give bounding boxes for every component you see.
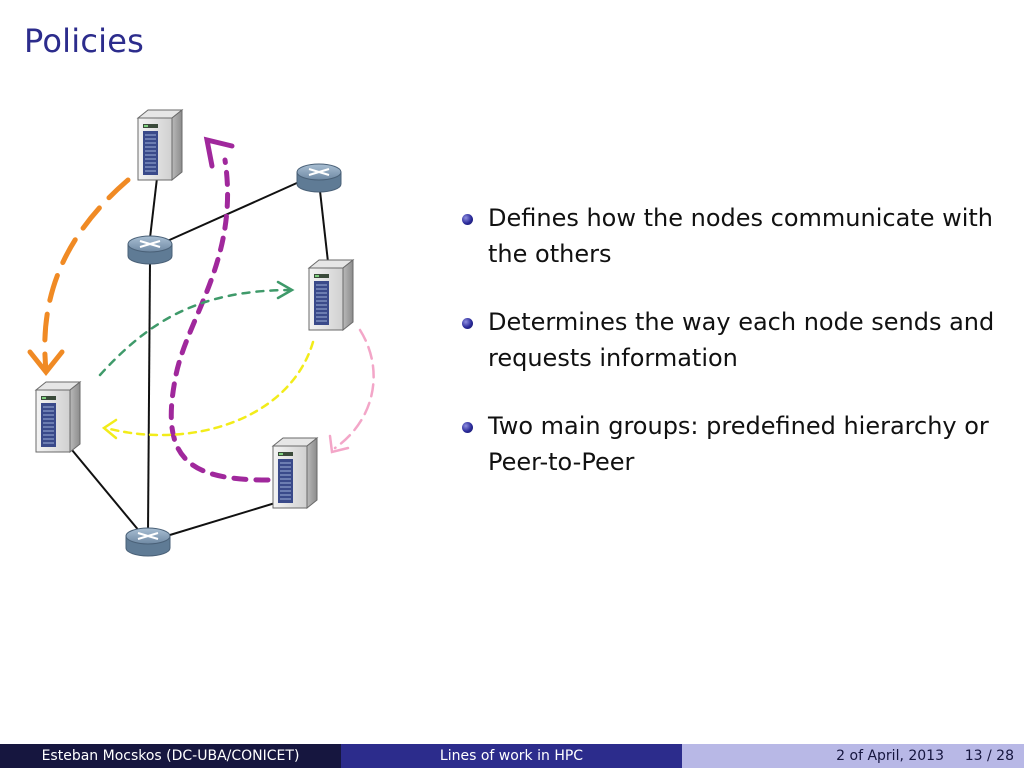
server-icon [35,381,81,453]
arrow-green-head [276,280,295,300]
arrow-pink-head [328,434,350,454]
arrow-pink [333,328,375,450]
router-icon [296,163,342,193]
arrow-orange [42,177,131,373]
server-icon [272,437,318,509]
bullet-item: Determines the way each node sends and r… [462,304,1002,376]
link-server-top-router-upper-left [149,177,158,239]
footer-author: Esteban Mocskos (DC-UBA/CONICET) [0,744,341,768]
footer-bar: Esteban Mocskos (DC-UBA/CONICET) Lines o… [0,744,1024,768]
network-diagram [27,109,375,557]
arrow-yellow [104,340,315,437]
bullet-ball-icon [462,422,473,433]
arrow-green [98,288,294,377]
footer-talk-title: Lines of work in HPC [341,744,682,768]
link-server-left-router-bottom [71,449,141,533]
server-icon [137,109,183,181]
router-icon [125,527,171,557]
arrow-purple-head [203,136,235,169]
link-router-upper-right-server-mid-right [318,181,329,263]
link-router-upper-left-router-upper-right [164,177,309,243]
link-router-bottom-server-bottom-right [159,499,286,539]
bullet-item: Defines how the nodes communicate with t… [462,200,1002,272]
server-icon [308,259,354,331]
link-router-upper-left-router-bottom [147,261,151,533]
router-icon [127,235,173,265]
bullet-list: Defines how the nodes communicate with t… [462,200,1002,512]
bullet-ball-icon [462,318,473,329]
arrow-purple [168,157,271,483]
footer-info: 2 of April, 2013 13 / 28 [682,744,1024,768]
bullet-item: Two main groups: predefined hierarchy or… [462,408,1002,480]
bullet-text: Two main groups: predefined hierarchy or… [488,412,989,476]
footer-page-number: 13 / 28 [964,748,1014,764]
footer-date: 2 of April, 2013 [836,748,944,764]
bullet-text: Defines how the nodes communicate with t… [488,204,994,268]
bullet-text: Determines the way each node sends and r… [488,308,995,372]
slide-title: Policies [24,22,144,60]
arrow-yellow-head [101,418,118,440]
bullet-ball-icon [462,214,473,225]
arrow-orange-head [27,349,65,377]
